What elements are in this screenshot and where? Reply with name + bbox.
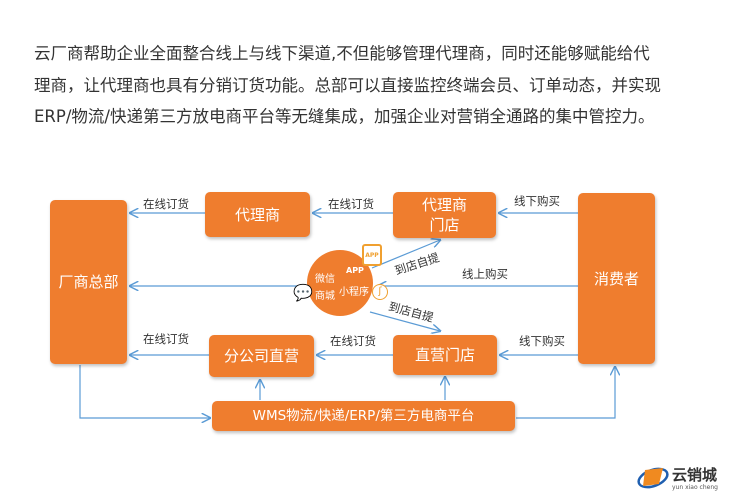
hub-mini-label: 小程序 xyxy=(339,287,369,298)
wechat-icon: 💬 xyxy=(293,283,313,302)
label-offline-buy: 线下购买 xyxy=(514,194,560,208)
node-label: 门店 xyxy=(429,216,460,234)
arrow-hub-directstore xyxy=(369,311,440,331)
node-branch: 分公司直营 xyxy=(209,335,314,377)
hub-app-label: APP xyxy=(346,266,364,275)
arrow-platform-consumer xyxy=(516,367,615,419)
intro-line: 理商，让代理商也具有分销订货功能。总部可以直接监控终端会员、订单动态，并实现 xyxy=(34,75,661,95)
node-platform: WMS物流/快递/ERP/第三方电商平台 xyxy=(212,401,515,431)
intro-text: 云厂商帮助企业全面整合线上与线下渠道,不但能够管理代理商，同时还能够赋能给代 理… xyxy=(34,38,724,133)
app-icon: APP xyxy=(362,244,382,266)
mini-program-icon: ʃ xyxy=(372,284,388,300)
logo: 云销城 yun xiao cheng xyxy=(636,462,718,496)
logo-name: 云销城 xyxy=(672,466,718,484)
node-consumer: 消费者 xyxy=(578,193,655,364)
logo-pinyin: yun xiao cheng xyxy=(672,484,718,491)
node-direct-store: 直营门店 xyxy=(393,335,497,375)
node-agent-store: 代理商门店 xyxy=(393,192,496,238)
label-offline-buy: 线下购买 xyxy=(519,334,565,348)
node-agent: 代理商 xyxy=(205,192,310,237)
arrow-hq-platform xyxy=(79,365,210,418)
arrow-hub-agentstore xyxy=(371,240,440,269)
logo-icon xyxy=(637,467,669,489)
label-online-buy: 线上购买 xyxy=(462,267,508,281)
label-online-order: 在线订货 xyxy=(330,334,376,348)
label-online-order: 在线订货 xyxy=(143,197,189,211)
node-label: 代理商 xyxy=(421,196,467,214)
label-online-order: 在线订货 xyxy=(328,197,374,211)
hub-wechat-label: 商城 xyxy=(315,291,335,302)
intro-line: ERP/物流/快递第三方放电商平台等无缝集成，加强企业对营销全通路的集中管控力。 xyxy=(34,107,655,126)
intro-line: 云厂商帮助企业全面整合线上与线下渠道,不但能够管理代理商，同时还能够赋能给代 xyxy=(34,44,650,63)
hub-wechat-label: 微信 xyxy=(315,274,335,285)
node-hq: 厂商总部 xyxy=(50,200,127,364)
label-online-order: 在线订货 xyxy=(143,332,189,346)
